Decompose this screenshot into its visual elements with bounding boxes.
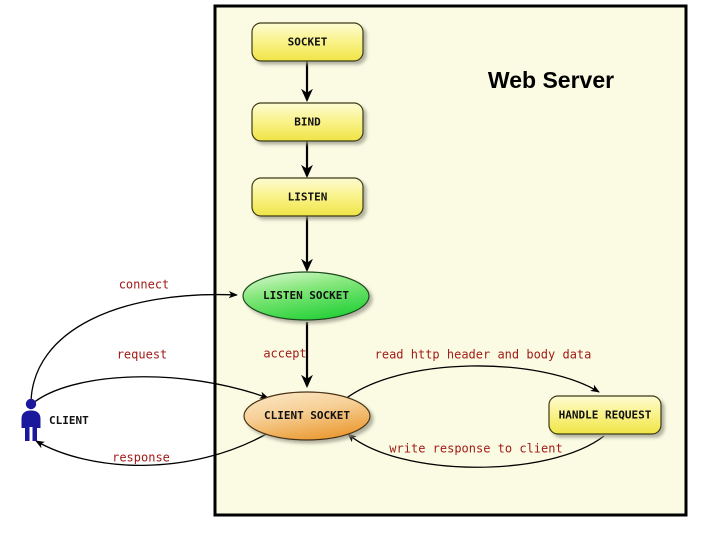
node-handle-request[interactable]: HANDLE REQUEST: [548, 395, 662, 435]
listen-label: LISTEN: [288, 191, 328, 204]
bind-box[interactable]: [251, 102, 364, 142]
edge-response: [35, 431, 271, 467]
node-listen-socket[interactable]: LISTEN SOCKET: [242, 271, 370, 321]
edge-label-response: response: [112, 451, 170, 465]
listen-socket-label: LISTEN SOCKET: [263, 289, 349, 302]
client-actor-label: CLIENT: [49, 414, 89, 427]
socket-label: SOCKET: [288, 36, 328, 49]
node-socket[interactable]: SOCKET: [251, 22, 364, 62]
handle-request-label: HANDLE REQUEST: [559, 409, 652, 422]
edge-label-write-response: write response to client: [389, 442, 562, 456]
handle-request-box[interactable]: [548, 395, 662, 435]
edge-layer: [30, 61, 605, 468]
client-socket-ellipse[interactable]: [243, 391, 371, 441]
server-title-label: Web Server: [488, 67, 614, 93]
bind-label: BIND: [294, 116, 321, 129]
listen-socket-ellipse[interactable]: [242, 271, 370, 321]
edge-label-layer: connect request response accept read htt…: [112, 278, 591, 465]
edge-label-read-http: read http header and body data: [375, 348, 592, 362]
client-actor[interactable]: CLIENT: [21, 398, 90, 441]
client-socket-label: CLIENT SOCKET: [264, 409, 350, 422]
person-icon: [21, 398, 41, 441]
edge-connect: [30, 291, 238, 403]
edge-label-request: request: [117, 348, 168, 362]
node-client-socket[interactable]: CLIENT SOCKET: [243, 391, 371, 441]
socket-box[interactable]: [251, 22, 364, 62]
node-bind[interactable]: BIND: [251, 102, 364, 142]
edge-read-http: [343, 365, 600, 401]
edge-write-response: [347, 433, 605, 468]
edge-label-accept: accept: [263, 347, 306, 361]
edge-label-connect: connect: [119, 278, 170, 292]
edge-request: [31, 376, 269, 405]
listen-box[interactable]: [251, 177, 364, 217]
node-listen[interactable]: LISTEN: [251, 177, 364, 217]
